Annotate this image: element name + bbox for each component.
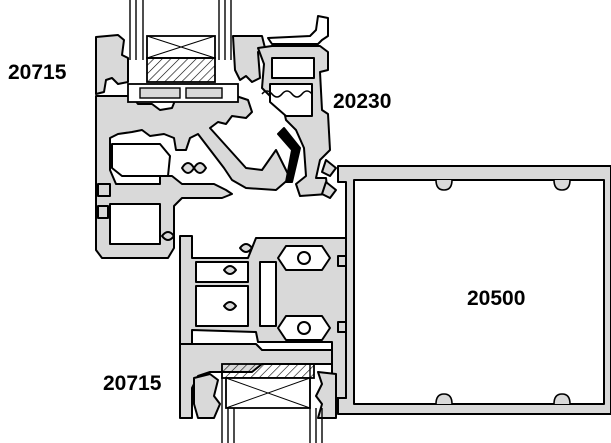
sash-glazing-bar (127, 83, 239, 103)
profile-20230 (257, 15, 337, 199)
top-glass-spacer (146, 35, 216, 83)
profile-label-20500: 20500 (467, 287, 526, 310)
top-glass-lines (129, 0, 232, 60)
profile-label-20715-bottom: 20715 (103, 372, 162, 395)
bottom-glass-lines (221, 364, 323, 443)
profile-label-20230: 20230 (333, 90, 392, 113)
profile-20715-bottom (179, 343, 337, 419)
profile-20715-top (95, 34, 291, 259)
profile-20500 (337, 165, 611, 415)
profile-label-20715-top: 20715 (8, 61, 67, 84)
bottom-glass-spacer (221, 363, 315, 409)
